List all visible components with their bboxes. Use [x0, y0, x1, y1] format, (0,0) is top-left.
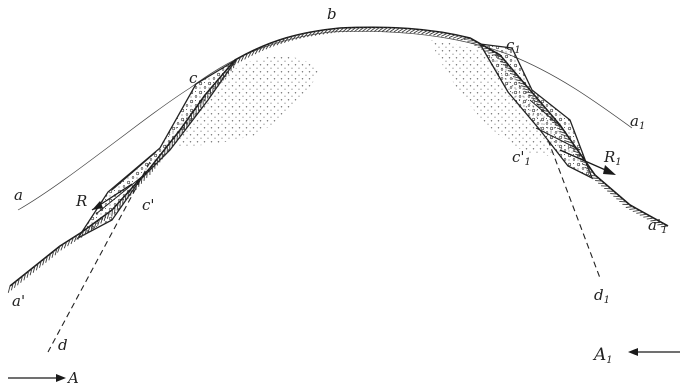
- hatch-tick: [626, 207, 633, 208]
- hatch-tick: [131, 189, 132, 196]
- label-c1: c1: [506, 36, 521, 56]
- arrow-A-head: [56, 374, 66, 382]
- hatch-tick: [471, 42, 478, 43]
- hatch-tick: [123, 198, 124, 205]
- hatch-tick: [629, 209, 636, 210]
- hatch-tick: [636, 212, 643, 213]
- label-a-prime: a': [12, 292, 25, 310]
- hatch-tick: [453, 36, 459, 39]
- hatch-tick: [633, 210, 640, 211]
- label-d: d: [58, 336, 68, 354]
- label-R: R: [75, 192, 87, 210]
- label-a: a: [14, 186, 23, 204]
- label-c-prime: c': [142, 196, 155, 214]
- label-d1: d1: [594, 286, 610, 306]
- hatch-tick: [120, 201, 121, 208]
- hatch-tick: [115, 207, 116, 214]
- hatch-tick: [640, 214, 647, 215]
- hatch-tick: [8, 286, 10, 293]
- label-c: c: [189, 69, 198, 87]
- arrow-A1-head: [628, 348, 638, 356]
- arrow-R1-head: [603, 165, 616, 175]
- hatch-tick: [467, 41, 474, 42]
- label-b: b: [327, 5, 337, 23]
- label-R1: R1: [603, 148, 622, 168]
- label-a1-prime: a'1: [648, 216, 667, 236]
- label-A1: A1: [592, 345, 613, 366]
- label-a1: a1: [630, 112, 645, 132]
- hatch-tick: [613, 196, 620, 197]
- dashed-line-c-d: [48, 162, 150, 352]
- hatch-tick: [461, 37, 468, 40]
- hatch-tick: [117, 204, 118, 211]
- hatch-tick: [457, 36, 463, 39]
- label-A: A: [66, 369, 79, 385]
- stippled-rock-zone-left: [160, 56, 320, 146]
- hatch-tick: [616, 199, 623, 200]
- hatch-tick: [619, 201, 626, 202]
